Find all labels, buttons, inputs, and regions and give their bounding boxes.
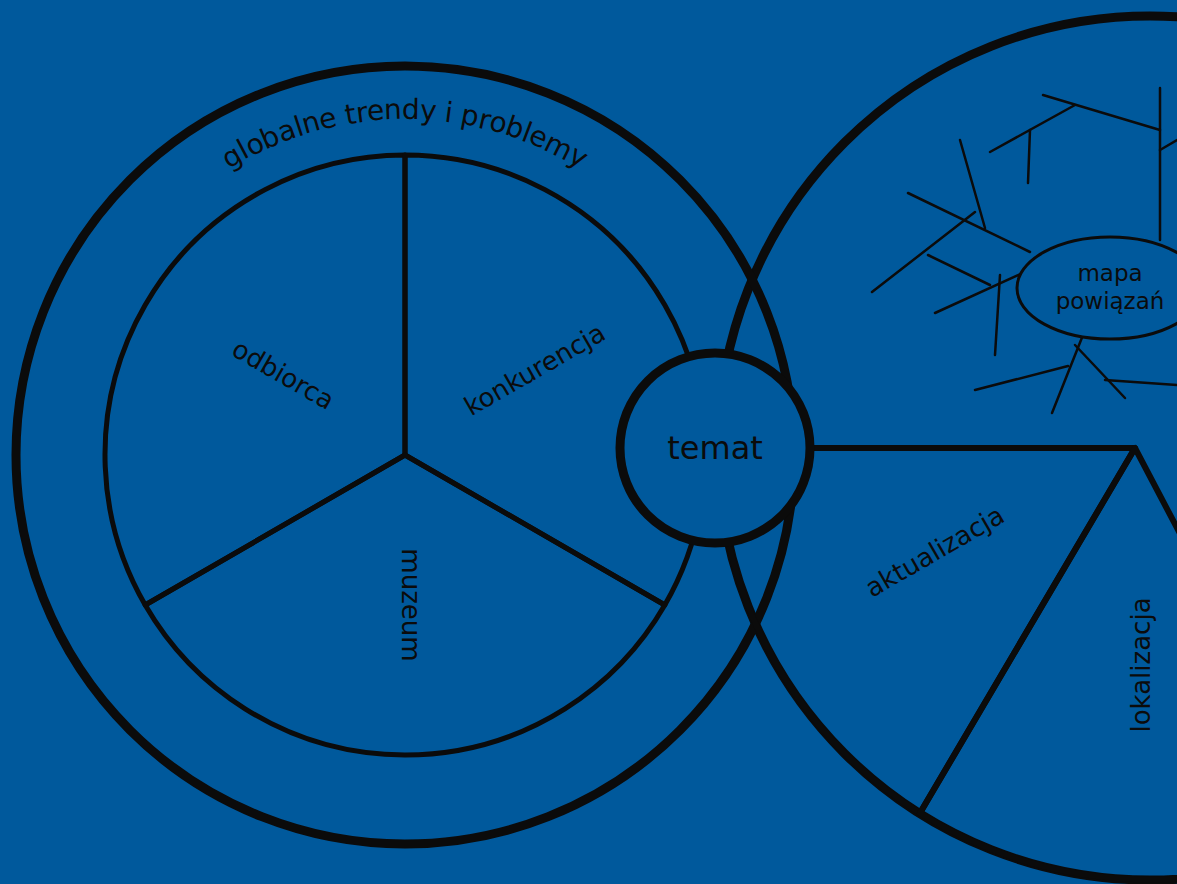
arc-letter: b <box>501 109 529 147</box>
arc-letter: d <box>402 93 420 127</box>
arc-letter: b <box>256 118 285 156</box>
sector-outline <box>10 60 800 850</box>
arc-letter: n <box>384 93 403 127</box>
arc-letter: y <box>419 93 438 128</box>
arc-letter <box>434 95 446 129</box>
trend-ring-shape <box>16 66 794 844</box>
sector-shape <box>405 155 705 605</box>
sector: muzeum <box>10 60 800 850</box>
arc-letter: t <box>342 97 358 132</box>
node-label: temat <box>667 429 763 467</box>
arc-letter: o <box>239 126 269 164</box>
node-label: konkurencja <box>459 317 611 423</box>
arc-letter: l <box>290 110 308 144</box>
arc-letter: i <box>443 96 455 130</box>
arc-letter: y <box>563 138 594 175</box>
sector-shape <box>718 448 1135 813</box>
topic-circle: temat <box>615 348 815 548</box>
node-label: lokalizacja <box>1126 597 1157 732</box>
arc-letter: r <box>353 95 369 130</box>
node-label: globalne trendy i problemy <box>10 60 800 850</box>
arc-letter: e <box>315 100 339 137</box>
sector-outline <box>10 60 800 850</box>
arc-letter: l <box>232 134 255 167</box>
mind-map-ellipse-shape <box>1017 237 1177 339</box>
arc-letter <box>333 99 348 134</box>
arc-letter: e <box>366 94 386 129</box>
trend-ring: globalne trendy i problemyodbiorcakonkur… <box>10 60 800 850</box>
arc-letter: r <box>475 102 494 137</box>
arc-letter: e <box>524 118 553 156</box>
node-label: odbiorca <box>227 333 340 416</box>
sector-outline <box>10 60 800 850</box>
node-label: muzeum <box>394 548 425 661</box>
sector-shape <box>920 448 1177 879</box>
mind-map-ellipse-outline <box>1015 235 1177 341</box>
mind-map-branches <box>872 88 1177 413</box>
arc-letter: l <box>518 115 537 149</box>
arc-letter: g <box>216 137 248 175</box>
arc-letter: m <box>539 125 578 167</box>
arc-letter: o <box>486 104 512 141</box>
arc-letter <box>450 97 464 132</box>
arc-letter: a <box>273 112 301 149</box>
sector: konkurencja <box>10 60 800 850</box>
topic-circle-outline <box>615 348 815 548</box>
trend-ring-outline <box>10 60 800 850</box>
node-label: mapa powiązań <box>1056 260 1165 315</box>
sector: odbiorca <box>10 60 800 850</box>
mind-map-ellipse: mapa powiązań <box>1015 235 1177 341</box>
right-circle <box>718 16 1177 880</box>
arc-letter: n <box>297 105 323 142</box>
arc-letter: p <box>458 98 482 134</box>
node-label: aktualizacja <box>860 500 1010 605</box>
sector-shape <box>105 155 405 605</box>
topic-circle-shape <box>620 353 810 543</box>
sector-shape <box>145 455 665 755</box>
